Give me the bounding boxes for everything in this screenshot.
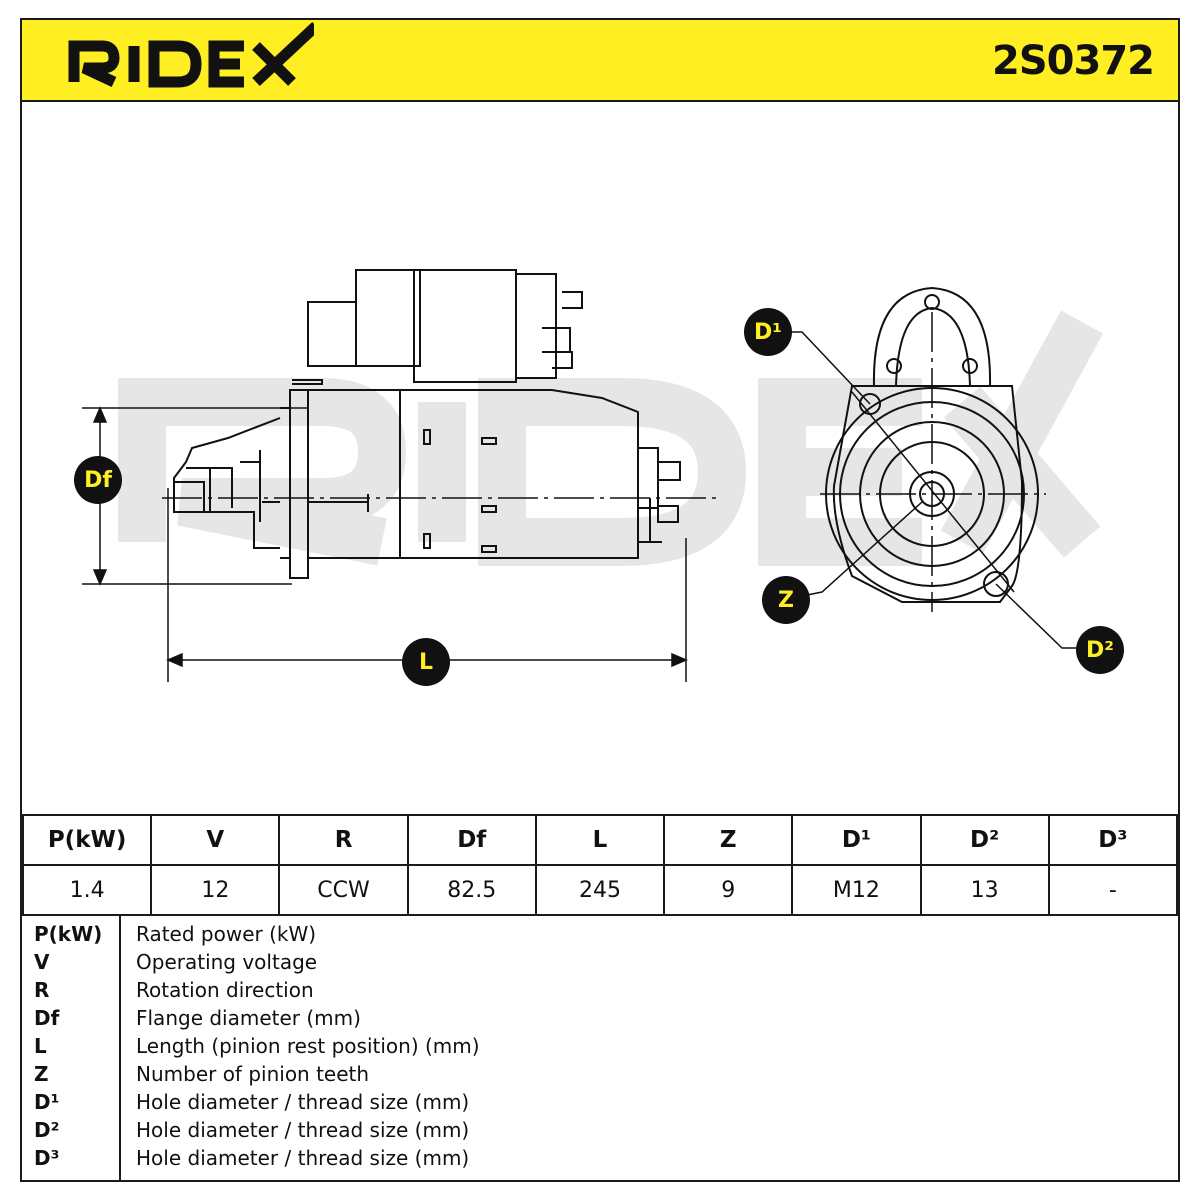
callout-z: Z xyxy=(762,576,810,624)
spec-header: R xyxy=(278,814,409,866)
legend-row: D² Hole diameter / thread size (mm) xyxy=(22,1118,1178,1146)
spec-header: Df xyxy=(406,814,537,866)
legend-description: Operating voltage xyxy=(136,950,318,974)
spec-header: P(kW) xyxy=(21,814,153,866)
spec-header-row: P(kW) V R Df L Z D¹ D² D³ xyxy=(21,814,1179,866)
legend-symbol: V xyxy=(34,950,50,974)
legend-symbol: R xyxy=(34,978,50,1002)
legend-row: L Length (pinion rest position) (mm) xyxy=(22,1034,1178,1062)
spec-value: 245 xyxy=(534,864,666,916)
legend-description: Length (pinion rest position) (mm) xyxy=(136,1034,480,1058)
spec-header: V xyxy=(150,814,281,866)
spec-table: P(kW) V R Df L Z D¹ D² D³ 1.4 12 CCW 82.… xyxy=(21,814,1179,916)
spec-header: D¹ xyxy=(791,814,922,866)
spec-value: CCW xyxy=(278,864,409,916)
legend-row: Z Number of pinion teeth xyxy=(22,1062,1178,1090)
legend-row: P(kW) Rated power (kW) xyxy=(22,922,1178,950)
legend-description: Rotation direction xyxy=(136,978,314,1002)
callout-df: Df xyxy=(74,456,122,504)
legend-symbol: D¹ xyxy=(34,1090,60,1114)
legend-row: D³ Hole diameter / thread size (mm) xyxy=(22,1146,1178,1174)
legend-symbol: D² xyxy=(34,1118,60,1142)
spec-value: M12 xyxy=(791,864,922,916)
legend-description: Hole diameter / thread size (mm) xyxy=(136,1118,470,1142)
callout-l: L xyxy=(402,638,450,686)
legend-divider xyxy=(119,914,121,1180)
spec-value: 12 xyxy=(150,864,281,916)
legend-row: R Rotation direction xyxy=(22,978,1178,1006)
legend-row: V Operating voltage xyxy=(22,950,1178,978)
spec-value: 82.5 xyxy=(406,864,537,916)
legend-symbol: P(kW) xyxy=(34,922,103,946)
spec-header: D³ xyxy=(1047,814,1179,866)
legend-symbol: Z xyxy=(34,1062,49,1086)
legend-row: Df Flange diameter (mm) xyxy=(22,1006,1178,1034)
spec-value: - xyxy=(1047,864,1179,916)
callout-d2: D² xyxy=(1076,626,1124,674)
legend-symbol: D³ xyxy=(34,1146,60,1170)
spec-value-row: 1.4 12 CCW 82.5 245 9 M12 13 - xyxy=(21,864,1179,916)
spec-header: L xyxy=(534,814,666,866)
technical-drawing: Df L D¹ Z D² xyxy=(22,102,1178,814)
ridex-watermark xyxy=(118,310,1104,566)
spec-header: D² xyxy=(919,814,1050,866)
spec-header: Z xyxy=(663,814,794,866)
starter-motor-drawing xyxy=(82,269,1104,682)
header-bar: 2S0372 xyxy=(22,20,1178,102)
legend-symbol: L xyxy=(34,1034,47,1058)
part-number: 2S0372 xyxy=(992,38,1155,84)
legend: P(kW) Rated power (kW) V Operating volta… xyxy=(22,914,1178,1180)
legend-description: Rated power (kW) xyxy=(136,922,317,946)
side-view xyxy=(173,269,681,579)
legend-symbol: Df xyxy=(34,1006,60,1030)
callout-d1: D¹ xyxy=(744,308,792,356)
spec-value: 13 xyxy=(919,864,1050,916)
front-view-axes xyxy=(820,312,1046,612)
spec-value: 9 xyxy=(663,864,794,916)
ridex-logo xyxy=(68,21,314,88)
legend-description: Hole diameter / thread size (mm) xyxy=(136,1090,470,1114)
spec-value: 1.4 xyxy=(21,864,153,916)
legend-description: Hole diameter / thread size (mm) xyxy=(136,1146,470,1170)
legend-description: Flange diameter (mm) xyxy=(136,1006,361,1030)
center-lines xyxy=(82,407,722,682)
legend-row: D¹ Hole diameter / thread size (mm) xyxy=(22,1090,1178,1118)
datasheet-frame: 2S0372 xyxy=(20,18,1180,1182)
legend-description: Number of pinion teeth xyxy=(136,1062,370,1086)
